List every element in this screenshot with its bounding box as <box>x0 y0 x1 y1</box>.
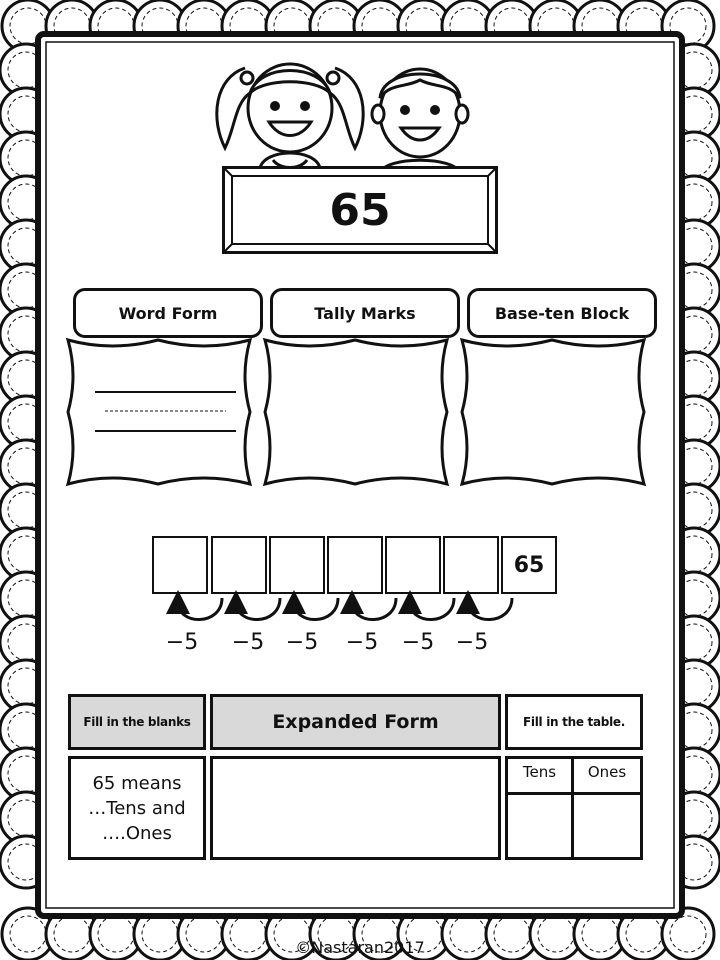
number-title-frame: 65 <box>222 166 498 254</box>
number-line-cell[interactable] <box>443 536 499 594</box>
base-ten-header: Base-ten Block <box>467 288 657 338</box>
jump-arrow-icon <box>166 590 224 621</box>
number-line-cell[interactable] <box>269 536 325 594</box>
place-value-table: Tens Ones <box>505 756 643 860</box>
jump-arrow-icon <box>224 590 282 621</box>
number-line-cell[interactable] <box>327 536 383 594</box>
tens-answer-cell[interactable] <box>508 795 574 857</box>
jump-arrow-icon <box>456 590 514 621</box>
fill-blanks-box[interactable]: 65 means …Tens and ….Ones <box>68 756 206 860</box>
step-label: −5 <box>455 630 489 655</box>
tens-label: Tens <box>508 759 574 795</box>
fill-blanks-header: Fill in the blanks <box>68 694 206 750</box>
fill-blanks-line: …Tens and <box>88 797 186 819</box>
number-line-cell[interactable] <box>385 536 441 594</box>
expanded-form-header: Expanded Form <box>210 694 501 750</box>
tally-marks-box <box>262 337 450 487</box>
fill-blanks-line: ….Ones <box>102 822 172 844</box>
number-line-cell[interactable] <box>211 536 267 594</box>
word-form-header: Word Form <box>73 288 263 338</box>
jump-arrow-icon <box>340 590 398 621</box>
number-line-end-cell: 65 <box>501 536 557 594</box>
step-label: −5 <box>401 630 435 655</box>
base-ten-box <box>459 337 647 487</box>
fill-table-header: Fill in the table. <box>505 694 643 750</box>
fill-blanks-line: 65 means <box>92 772 182 794</box>
step-label: −5 <box>345 630 379 655</box>
step-label: −5 <box>231 630 265 655</box>
handwriting-lines <box>95 391 236 432</box>
number-title: 65 <box>329 184 391 236</box>
frame-border-icon <box>222 166 498 254</box>
answer-boxes <box>65 337 647 487</box>
copyright-text: ©Nastaran2017 <box>295 938 425 957</box>
step-label: −5 <box>285 630 319 655</box>
expanded-form-box[interactable] <box>210 756 501 860</box>
jump-arrows <box>166 590 514 621</box>
tally-marks-header: Tally Marks <box>270 288 460 338</box>
jump-arrow-icon <box>398 590 456 621</box>
ones-label: Ones <box>574 759 640 795</box>
number-line-cell[interactable] <box>152 536 208 594</box>
jump-arrow-icon <box>282 590 340 621</box>
step-label: −5 <box>165 630 199 655</box>
word-form-box <box>65 337 253 487</box>
ones-answer-cell[interactable] <box>574 795 640 857</box>
